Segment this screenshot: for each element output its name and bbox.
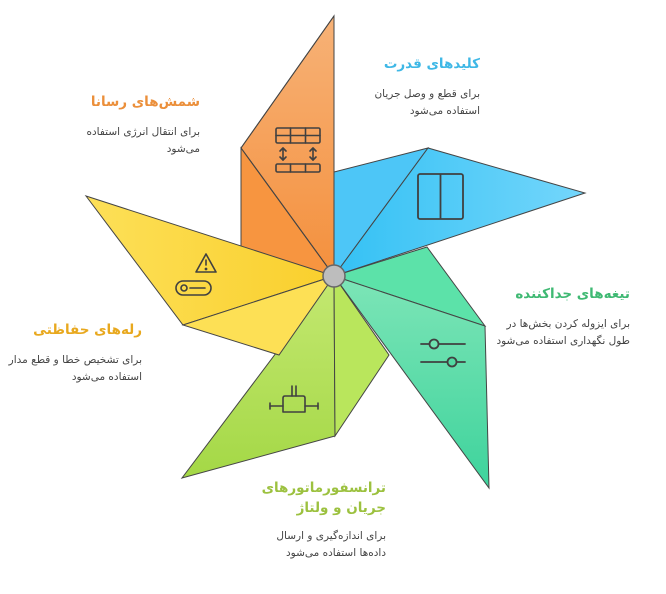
- label-transformers: ترانسفورماتورهای جریان و ولتاژ برای اندا…: [254, 478, 386, 562]
- label-protection-relays: رله‌های حفاظتی برای تشخیص خطا و قطع مدار…: [2, 320, 142, 386]
- desc-transformers: برای اندازه‌گیری و ارسال داده‌ها استفاده…: [276, 530, 386, 559]
- transformer-icon: [269, 385, 319, 413]
- sliders-icon: [420, 338, 466, 368]
- busbar-icon: [275, 127, 321, 173]
- title-disconnectors: تیغه‌های جداکننده: [515, 286, 630, 302]
- label-disconnectors: تیغه‌های جداکننده برای ایزوله کردن بخش‌ه…: [490, 284, 630, 350]
- blade-protection-relays: [84, 195, 336, 356]
- blade-busbars: [240, 14, 336, 278]
- title-busbars: شمش‌های رسانا: [90, 94, 200, 110]
- blade-disconnectors: [332, 246, 490, 490]
- relay-warning-icon: [175, 253, 217, 296]
- center-hub: [322, 264, 346, 288]
- desc-circuit-breakers: برای قطع و وصل جریان استفاده می‌شود: [374, 88, 480, 117]
- title-protection-relays: رله‌های حفاظتی: [33, 322, 142, 338]
- title-circuit-breakers: کلیدهای قدرت: [383, 56, 480, 72]
- label-circuit-breakers: کلیدهای قدرت برای قطع و وصل جریان استفاد…: [352, 54, 480, 120]
- desc-busbars: برای انتقال انرژی استفاده می‌شود: [86, 126, 200, 155]
- desc-protection-relays: برای تشخیص خطا و قطع مدار استفاده می‌شود: [8, 354, 142, 383]
- desc-disconnectors: برای ایزوله کردن بخش‌ها در طول نگهداری ا…: [496, 318, 630, 347]
- blade-circuit-breakers: [332, 147, 587, 278]
- label-busbars: شمش‌های رسانا برای انتقال انرژی استفاده …: [58, 92, 200, 158]
- switch-icon: [417, 173, 464, 220]
- title-transformers: ترانسفورماتورهای جریان و ولتاژ: [261, 480, 386, 516]
